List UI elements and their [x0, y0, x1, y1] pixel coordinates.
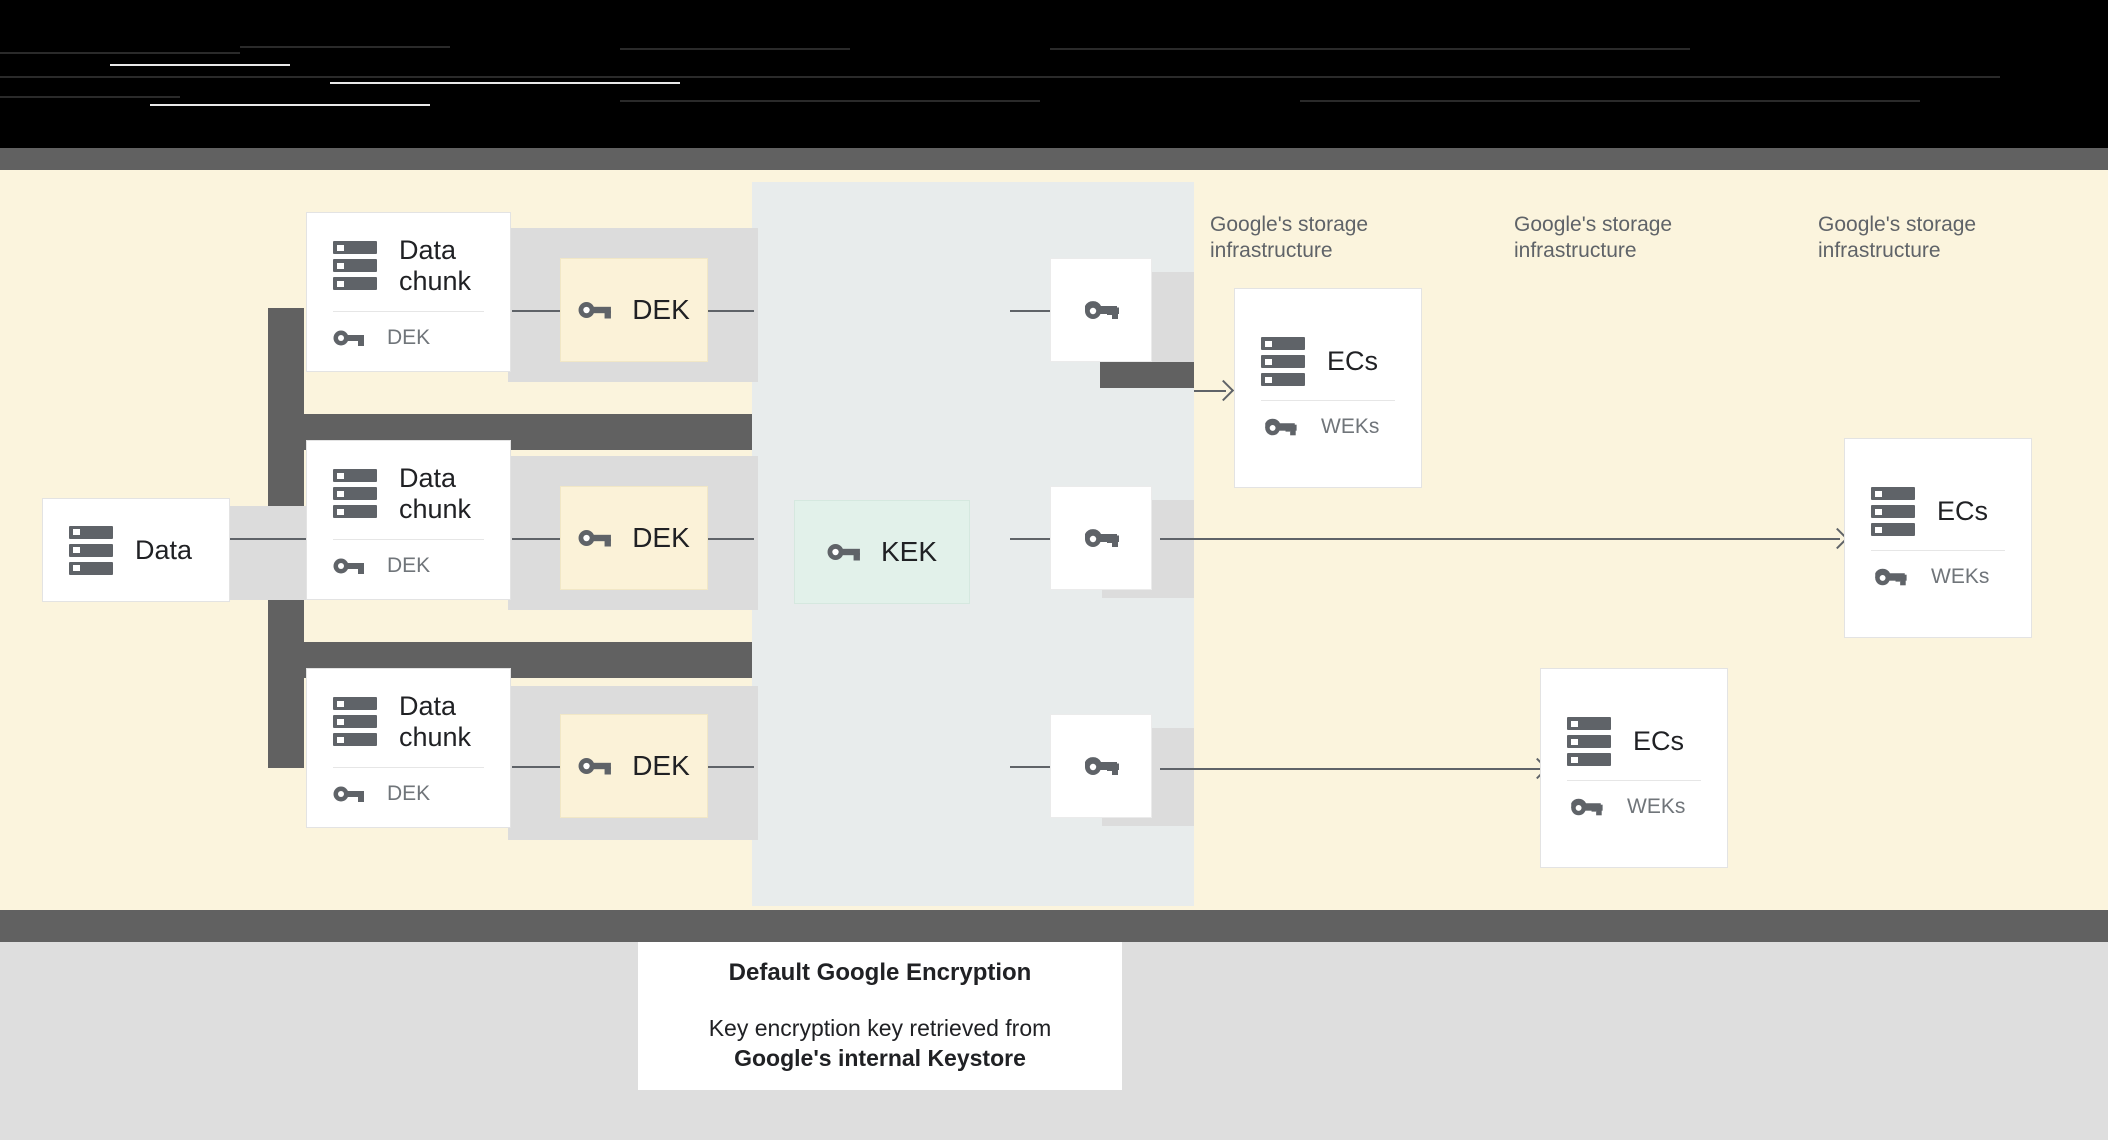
ecs-3-divider: [1567, 780, 1701, 781]
ecs-1-divider: [1261, 400, 1395, 401]
data-card-row: Data: [43, 525, 229, 575]
data-card[interactable]: Data: [42, 498, 230, 602]
chunk-2-key-row: DEK: [307, 554, 510, 578]
ecs-2-divider: [1871, 550, 2005, 551]
storage-icon: [333, 697, 377, 746]
ecs-1-row: ECs: [1235, 337, 1421, 386]
dek-box-1[interactable]: DEK: [560, 258, 708, 362]
chunk-1-title: Data chunk: [399, 234, 472, 296]
chunk-2-divider: [333, 538, 484, 540]
ecs-2-key-row: WEKs: [1845, 565, 2031, 589]
ecs-2-key-label: WEKs: [1931, 565, 1990, 588]
key-icon: [578, 755, 612, 777]
ecs-3-key-label: WEKs: [1627, 795, 1686, 818]
arrow-row-1-line: [1194, 390, 1226, 392]
connector-to-wek1: [1010, 310, 1050, 312]
double-key-icon: [1261, 415, 1299, 439]
ecs-3-row: ECs: [1541, 717, 1727, 766]
ecs-card-3[interactable]: ECs WEKs: [1540, 668, 1728, 868]
ecs-1-key-row: WEKs: [1235, 415, 1421, 439]
ecs-3-title: ECs: [1633, 726, 1685, 756]
storage-icon: [333, 469, 377, 518]
chunk-1-row: Data chunk: [307, 235, 510, 297]
key-icon: [578, 299, 612, 321]
ecs-card-2[interactable]: ECs WEKs: [1844, 438, 2032, 638]
ecs-2-title: ECs: [1937, 496, 1989, 526]
ecs-1-key-label: WEKs: [1321, 415, 1380, 438]
connector-chunk3-dek3: [512, 766, 560, 768]
infra-label-2: Google's storage infrastructure: [1514, 213, 1673, 262]
storage-icon: [333, 241, 377, 290]
connector-dek1-col: [708, 310, 754, 312]
connector-to-wek3: [1010, 766, 1050, 768]
caption-line-2: Google's internal Keystore: [734, 1045, 1026, 1071]
chunk-2-key-label: DEK: [387, 553, 431, 577]
ecs-3-key-row: WEKs: [1541, 795, 1727, 819]
dek-box-2[interactable]: DEK: [560, 486, 708, 590]
storage-icon: [1871, 487, 1915, 536]
wek-key-box-3[interactable]: [1050, 714, 1152, 818]
chunk-3-row: Data chunk: [307, 691, 510, 753]
storage-icon: [1567, 717, 1611, 766]
chunk-3-key-row: DEK: [307, 782, 510, 806]
ecs-1-title: ECs: [1327, 346, 1379, 376]
chunk-3-divider: [333, 766, 484, 768]
data-chunk-card-3[interactable]: Data chunk DEK: [306, 668, 511, 828]
chunk-2-row: Data chunk: [307, 463, 510, 525]
caption-body: Key encryption key retrieved from Google…: [709, 1013, 1052, 1073]
data-card-title: Data: [135, 534, 193, 565]
bottom-gray-band: [0, 910, 2108, 942]
double-key-icon: [1081, 525, 1121, 551]
infra-label-1: Google's storage infrastructure: [1210, 213, 1369, 262]
double-key-icon: [1567, 795, 1605, 819]
storage-icon: [69, 525, 113, 575]
arrow-row-3-line: [1160, 768, 1540, 770]
dek-box-2-label: DEK: [632, 522, 690, 553]
double-key-icon: [1081, 297, 1121, 323]
chunk-3-title: Data chunk: [399, 690, 472, 752]
chunk-1-key-label: DEK: [387, 325, 431, 349]
caption-line-1: Key encryption key retrieved from: [708, 1015, 1052, 1041]
key-icon: [333, 556, 365, 576]
data-chunk-card-1[interactable]: Data chunk DEK: [306, 212, 511, 372]
wek-key-box-1[interactable]: [1050, 258, 1152, 362]
ecs-2-row: ECs: [1845, 487, 2031, 536]
key-icon: [333, 784, 365, 804]
key-icon: [578, 527, 612, 549]
kek-box[interactable]: KEK: [794, 500, 970, 604]
connector-dek2-col: [708, 538, 754, 540]
chunk-1-divider: [333, 310, 484, 312]
arrow-row-2-line: [1160, 538, 1840, 540]
key-icon: [333, 328, 365, 348]
ecs-card-1[interactable]: ECs WEKs: [1234, 288, 1422, 488]
browser-header-obscured: [0, 0, 2108, 170]
connector-to-wek2: [1010, 538, 1050, 540]
infra-label-3: Google's storage infrastructure: [1818, 213, 1977, 262]
dek-box-3-label: DEK: [632, 750, 690, 781]
chunk-2-title: Data chunk: [399, 462, 472, 524]
connector-chunk2-dek2: [512, 538, 560, 540]
kek-box-label: KEK: [880, 536, 938, 567]
storage-icon: [1261, 337, 1305, 386]
key-icon: [827, 541, 861, 563]
dek-box-3[interactable]: DEK: [560, 714, 708, 818]
top-gray-band: [0, 148, 2108, 174]
caption-title: Default Google Encryption: [728, 959, 1032, 986]
overlay-bar-artifact: [1100, 362, 1194, 388]
chunk-3-key-label: DEK: [387, 781, 431, 805]
dek-box-1-label: DEK: [632, 294, 690, 325]
connector-data-to-spine: [230, 538, 306, 540]
double-key-icon: [1081, 753, 1121, 779]
data-chunk-card-2[interactable]: Data chunk DEK: [306, 440, 511, 600]
connector-dek3-col: [708, 766, 754, 768]
caption-card: Default Google Encryption Key encryption…: [638, 942, 1122, 1090]
double-key-icon: [1871, 565, 1909, 589]
chunk-1-key-row: DEK: [307, 326, 510, 350]
connector-chunk1-dek1: [512, 310, 560, 312]
wek-key-box-2[interactable]: [1050, 486, 1152, 590]
